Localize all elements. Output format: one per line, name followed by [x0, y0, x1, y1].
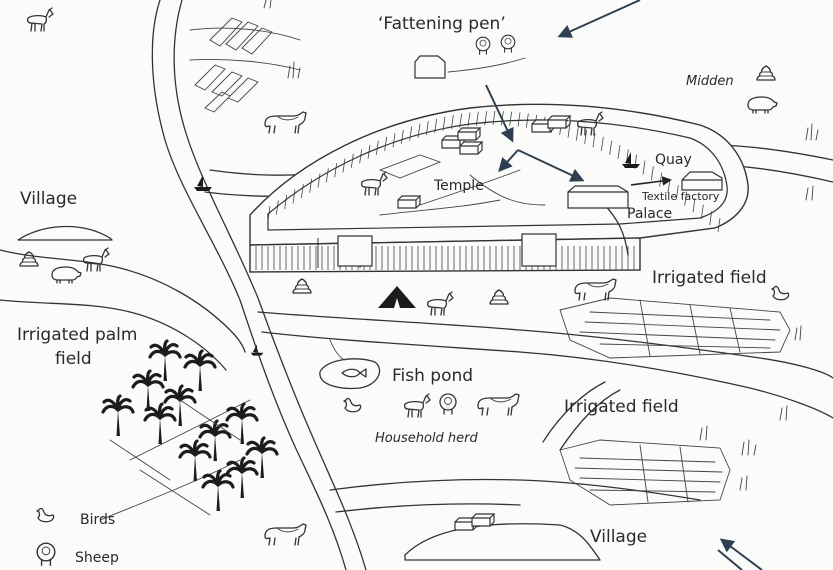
city-buildings — [378, 115, 723, 209]
goat-icon — [82, 247, 110, 272]
sheep-icon — [439, 393, 457, 415]
palm-grove — [101, 339, 279, 516]
label-palace: Palace — [627, 206, 672, 222]
fattening-pen — [414, 34, 526, 79]
boat-icon — [250, 344, 264, 356]
label-quay: Quay — [655, 152, 692, 168]
village-west-mound — [17, 225, 113, 241]
irrigated-field-upper-plots — [559, 297, 791, 359]
label-fattening-pen: ‘Fattening pen’ — [378, 14, 506, 34]
map-labels: ‘Fattening pen’ Midden Village Quay Temp… — [17, 14, 767, 547]
irrigated-field-lower-plots — [559, 439, 731, 506]
label-irrigated-palm-field-line1: Irrigated palm — [17, 325, 137, 345]
label-irrigated-palm-field-line2: field — [55, 349, 92, 369]
legend-label-birds: Birds — [80, 512, 115, 528]
midden-icon — [756, 65, 776, 81]
label-midden: Midden — [686, 74, 734, 89]
label-household-herd: Household herd — [375, 431, 479, 446]
fish-pond — [319, 339, 381, 390]
label-temple: Temple — [433, 178, 484, 194]
legend-sheep-icon — [36, 542, 56, 566]
bird-icon — [343, 397, 362, 413]
goat-icon — [426, 291, 454, 316]
fish-icon — [341, 368, 367, 378]
bird-icon — [771, 285, 790, 301]
village-south-mound — [404, 513, 601, 561]
label-village-west: Village — [20, 189, 77, 209]
midden-icon — [489, 289, 509, 305]
pig-icon — [51, 266, 82, 284]
cow-icon — [264, 111, 307, 134]
cow-icon — [477, 393, 520, 416]
label-irrigated-field-upper: Irrigated field — [652, 268, 767, 288]
pig-icon — [747, 96, 778, 114]
label-textile-factory: Textile factory — [641, 190, 720, 203]
cow-icon — [574, 278, 617, 301]
grass-tufts — [263, 0, 819, 491]
boat-icon — [194, 175, 212, 191]
legend: Birds Sheep — [36, 507, 119, 566]
flow-arrows — [485, 0, 763, 570]
goat-icon — [26, 7, 54, 32]
field-plots-north — [194, 17, 273, 113]
midden-icon — [292, 278, 312, 294]
legend-bird-icon — [36, 507, 55, 523]
label-village-south: Village — [590, 527, 647, 547]
tent-icon — [378, 286, 416, 308]
label-irrigated-field-lower: Irrigated field — [564, 397, 679, 417]
label-fish-pond: Fish pond — [392, 366, 473, 386]
cow-icon — [264, 523, 307, 546]
goat-icon — [403, 393, 431, 418]
city-wall: /* placeholder; hatching drawn below via… — [249, 103, 749, 273]
legend-label-sheep: Sheep — [75, 550, 119, 566]
